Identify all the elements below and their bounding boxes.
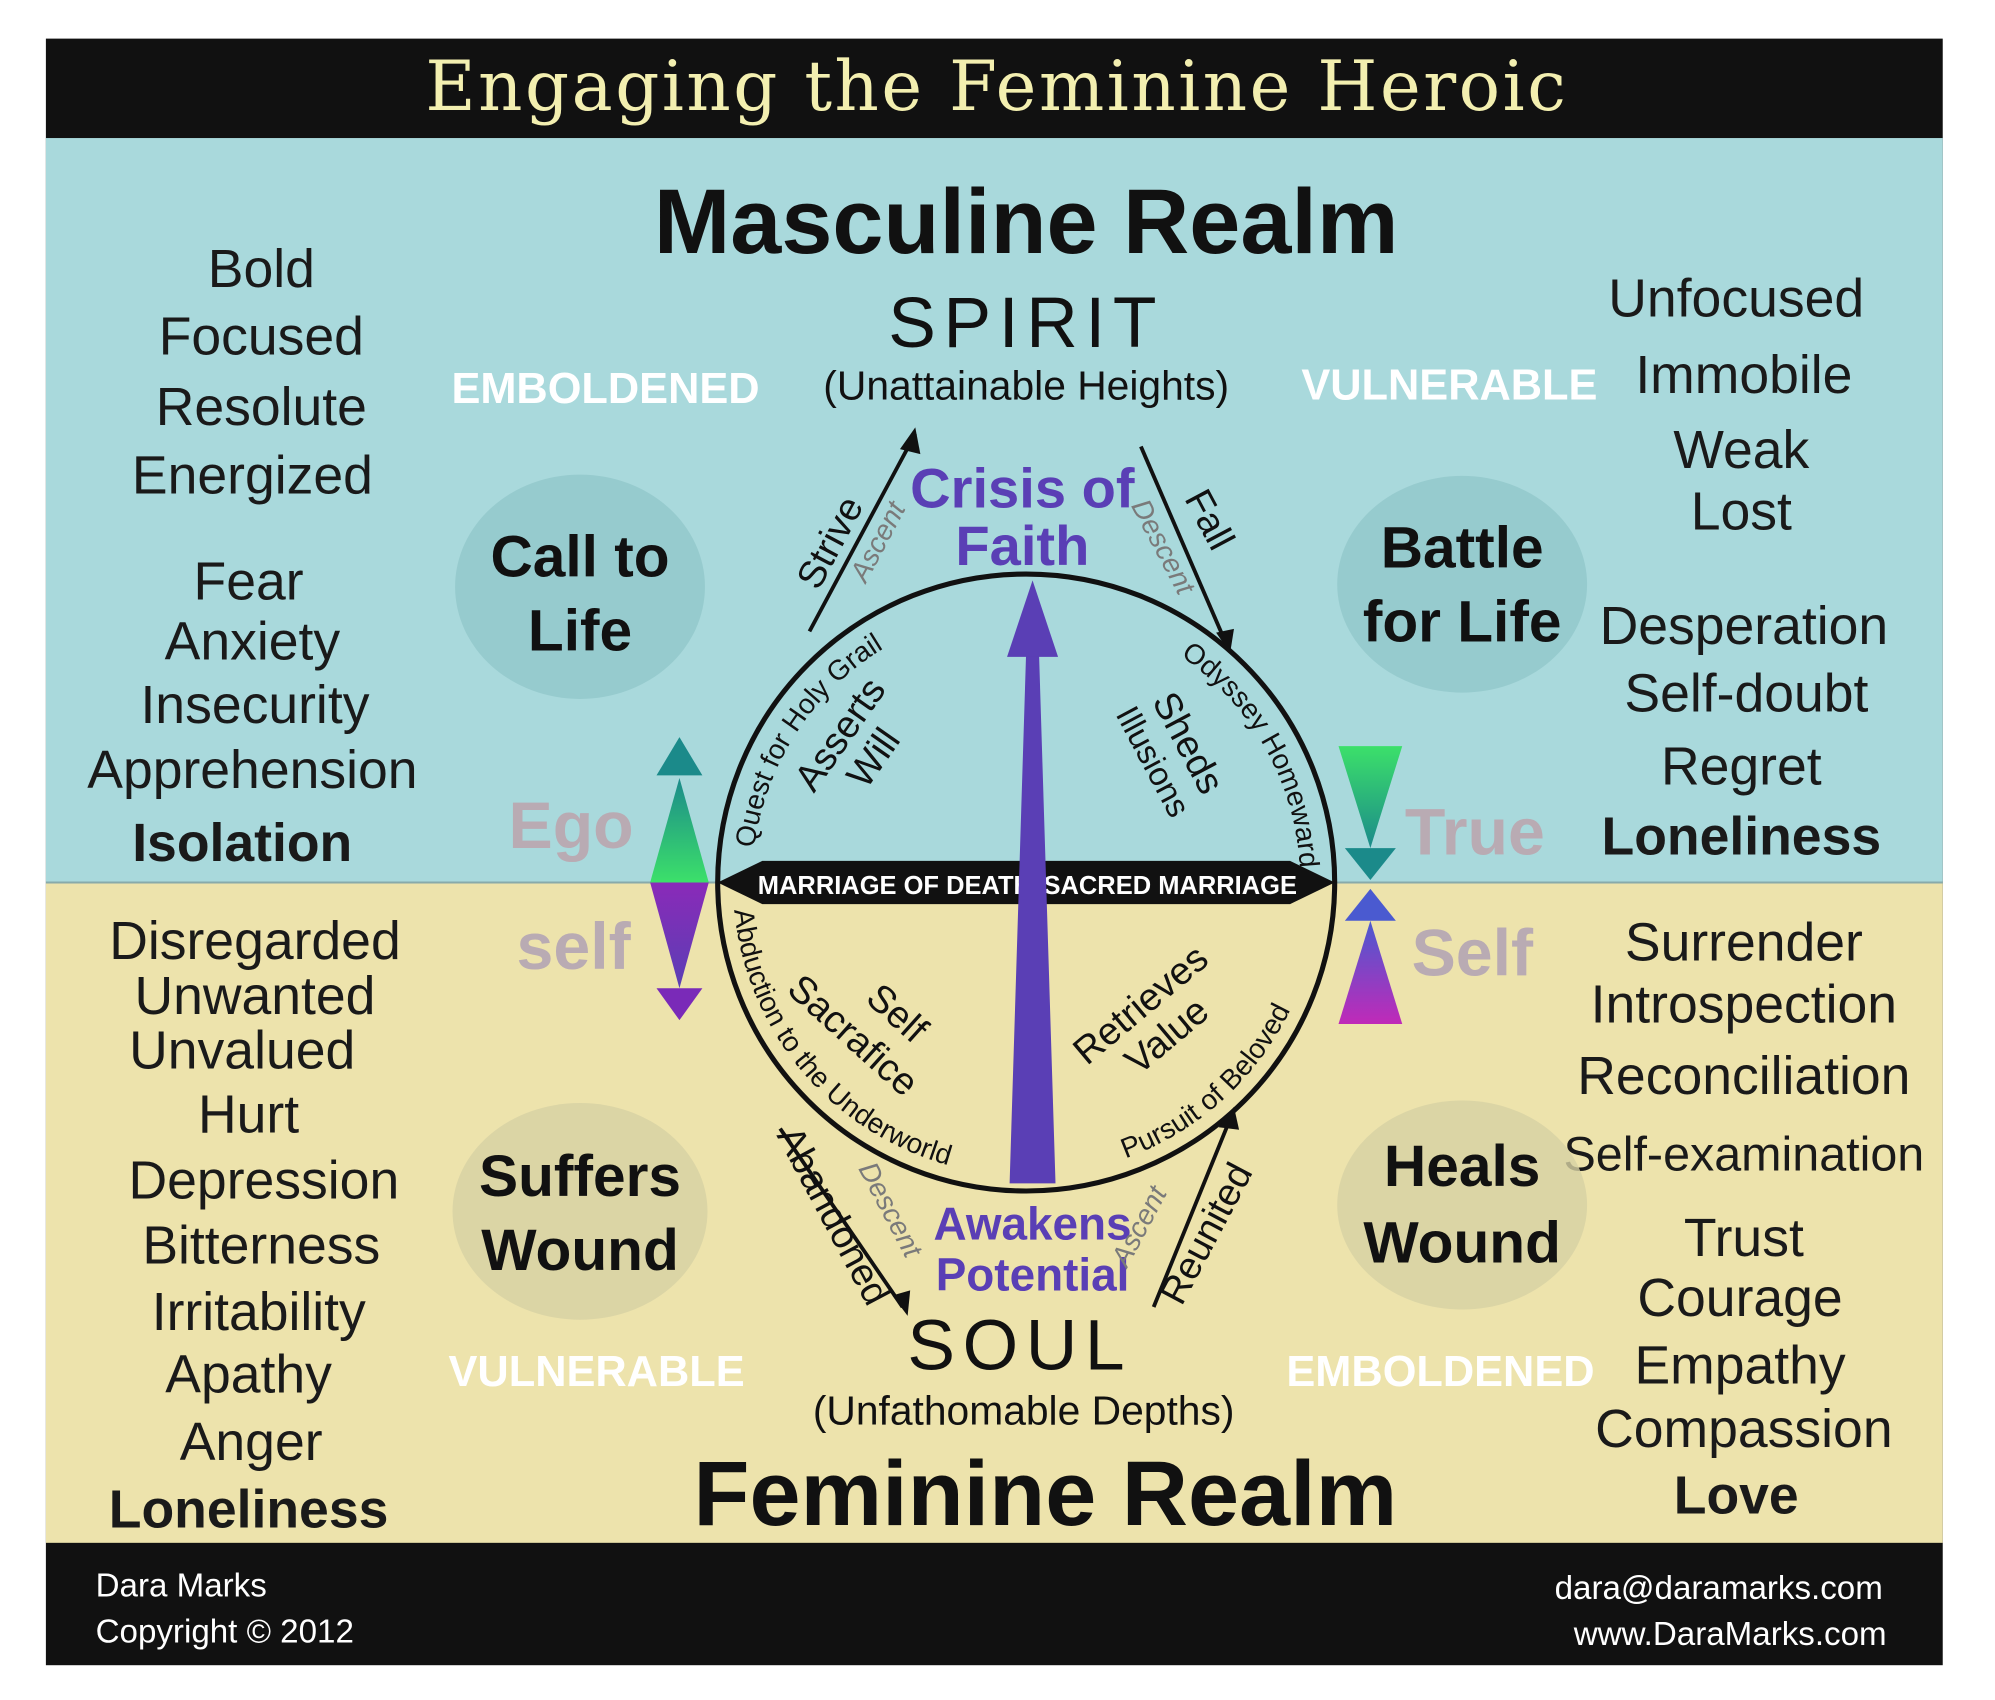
bubble-line: Call to (490, 525, 669, 590)
true-down-arrow-icon (1338, 746, 1403, 880)
reunited-arrow (1151, 1106, 1240, 1308)
abandoned-arrow (778, 1127, 911, 1316)
trait: Irritability (152, 1283, 366, 1342)
trait: Reconciliation (1577, 1047, 1910, 1106)
copyright: Copyright © 2012 (96, 1613, 354, 1650)
bubble-line: for Life (1363, 590, 1562, 655)
call-to-life-bubble: Call to Life (455, 474, 705, 699)
feminine-realm-background (45, 882, 1943, 1543)
self-up-arrow-icon (1338, 888, 1403, 1025)
upper-self-label: Self (1412, 917, 1534, 991)
trait: Lost (1691, 482, 1792, 541)
bottom-right-traits: Surrender Introspection Reconciliation S… (1563, 913, 1924, 1525)
bubble-line: Suffers (479, 1144, 681, 1209)
soul-subtitle: (Unfathomable Depths) (813, 1387, 1235, 1433)
lower-self-label: self (517, 910, 632, 984)
suffers-wound-bubble: Suffers Wound (452, 1103, 708, 1320)
ego-up-arrow-icon (650, 737, 709, 883)
crisis-of-faith-line: Faith (955, 514, 1089, 577)
trait: Surrender (1625, 913, 1863, 972)
vulnerable-label-top: VULNERABLE (1301, 361, 1597, 409)
bottom-left-traits: Disregarded Unwanted Unvalued Hurt Depre… (109, 912, 401, 1540)
email-link[interactable]: dara@daramarks.com (1555, 1570, 1883, 1607)
trait: Bitterness (142, 1217, 380, 1276)
sacred-marriage-label: SACRED MARRIAGE (1044, 872, 1297, 900)
spirit-label: SPIRIT (888, 283, 1164, 363)
strive-arrow (807, 427, 921, 633)
trait: Weak (1673, 421, 1809, 480)
awakening-arrow (1007, 580, 1059, 1184)
top-right-traits: Unfocused Immobile Weak Lost Desperation… (1600, 270, 1889, 867)
website-link[interactable]: www.DaraMarks.com (1573, 1616, 1887, 1653)
trait: Love (1674, 1467, 1799, 1526)
awakens-potential-line: Potential (936, 1248, 1130, 1300)
trait: Energized (132, 447, 373, 506)
bubble-line: Heals (1384, 1134, 1540, 1199)
top-left-traits: Bold Focused Resolute Energized Fear Anx… (87, 240, 417, 873)
trait: Self-examination (1563, 1128, 1924, 1182)
trait: Isolation (132, 814, 352, 873)
trait: Apprehension (87, 741, 417, 800)
trait: Unvalued (129, 1022, 355, 1081)
trait: Compassion (1595, 1400, 1892, 1459)
diagram-title: Engaging the Feminine Heroic (425, 47, 1568, 127)
trait: Fear (194, 553, 304, 612)
trait: Loneliness (1602, 807, 1882, 866)
feminine-realm-heading: Feminine Realm (693, 1443, 1397, 1545)
bubble-line: Life (528, 599, 632, 664)
trait: Depression (129, 1152, 400, 1211)
self-down-arrow-icon (650, 882, 709, 1021)
spirit-subtitle: (Unattainable Heights) (823, 362, 1229, 408)
battle-for-life-bubble: Battle for Life (1337, 475, 1588, 693)
masculine-realm-background (45, 138, 1943, 883)
trait: Unfocused (1608, 270, 1864, 329)
emboldened-label-top: EMBOLDENED (451, 365, 759, 413)
soul-label: SOUL (907, 1305, 1132, 1385)
fall-arrow (1139, 445, 1234, 654)
trait: Empathy (1634, 1336, 1845, 1395)
marriage-of-death-label: MARRIAGE OF DEATH (758, 872, 1032, 900)
trait: Loneliness (109, 1481, 389, 1540)
crisis-of-faith-line: Crisis of (910, 457, 1135, 520)
trait: Resolute (156, 378, 367, 437)
trait: Desperation (1600, 597, 1889, 656)
ego-label: Ego (509, 789, 634, 863)
trait: Disregarded (109, 912, 401, 971)
trait: Introspection (1591, 976, 1897, 1035)
vulnerable-label-bottom: VULNERABLE (449, 1348, 745, 1396)
trait: Immobile (1635, 346, 1852, 405)
masculine-realm-heading: Masculine Realm (654, 171, 1399, 273)
trait: Courage (1637, 1269, 1842, 1328)
trait: Hurt (198, 1085, 299, 1144)
trait: Focused (159, 308, 364, 367)
trait: Insecurity (140, 676, 369, 735)
bubble-line: Wound (1363, 1210, 1561, 1275)
awakens-potential-line: Awakens (934, 1197, 1132, 1249)
trait: Trust (1684, 1209, 1804, 1268)
bubble-line: Battle (1381, 516, 1544, 581)
emboldened-label-bottom: EMBOLDENED (1286, 1348, 1594, 1396)
heals-wound-bubble: Heals Wound (1337, 1100, 1588, 1310)
trait: Anxiety (165, 612, 341, 671)
trait: Self-doubt (1624, 665, 1868, 724)
bubble-line: Wound (481, 1218, 679, 1283)
true-label: True (1405, 795, 1545, 869)
trait: Bold (208, 240, 315, 299)
trait: Unwanted (134, 967, 375, 1026)
trait: Anger (180, 1413, 323, 1472)
trait: Regret (1661, 737, 1822, 796)
author-name: Dara Marks (96, 1567, 267, 1604)
trait: Apathy (165, 1345, 332, 1404)
